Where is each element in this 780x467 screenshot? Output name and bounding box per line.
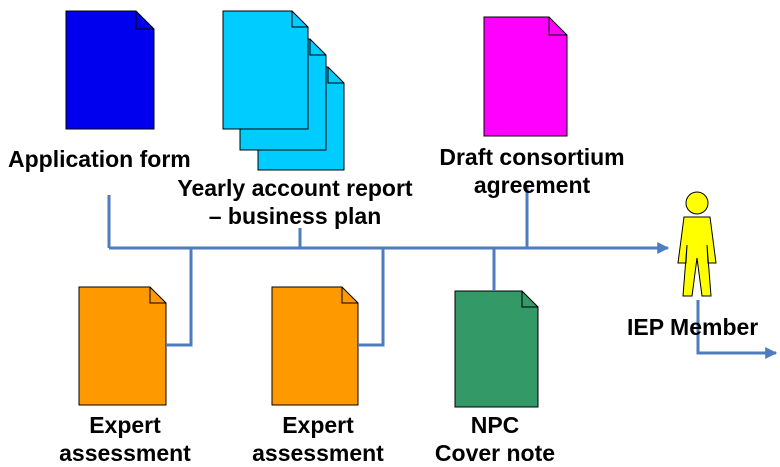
application-form-document xyxy=(65,10,155,130)
expert-assessment-label-2: Expert assessment xyxy=(243,411,393,467)
yearly-report-label-line-2: – business plan xyxy=(208,203,382,229)
connector-lines xyxy=(107,185,778,359)
npc-cover-note-document xyxy=(454,290,539,408)
expert-1-label-line-2: assessment xyxy=(59,440,191,466)
npc-cover-note-label: NPC Cover note xyxy=(420,411,570,467)
consortium-label-line-2: agreement xyxy=(473,172,591,198)
expert-assessment-document-2 xyxy=(271,286,359,406)
npc-label-line-2: Cover note xyxy=(434,440,556,466)
consortium-agreement-document xyxy=(483,16,568,137)
consortium-label-line-1: Draft consortium xyxy=(439,144,625,170)
yearly-report-label-line-1: Yearly account report xyxy=(177,175,413,201)
yearly-report-label: Yearly account report – business plan xyxy=(160,174,430,230)
consortium-agreement-label: Draft consortium agreement xyxy=(418,143,646,199)
yearly-report-document-stack xyxy=(222,10,345,171)
expert-1-label-line-1: Expert xyxy=(89,412,161,438)
application-form-label: Application form xyxy=(8,146,191,172)
expert-assessment-document-1 xyxy=(78,286,167,406)
iep-member-actor-icon xyxy=(677,191,717,297)
expert-assessment-label-1: Expert assessment xyxy=(50,411,200,467)
npc-label-line-1: NPC xyxy=(470,412,520,438)
expert-2-label-line-1: Expert xyxy=(282,412,354,438)
iep-member-label: IEP Member xyxy=(627,314,759,340)
expert-2-label-line-2: assessment xyxy=(252,440,384,466)
